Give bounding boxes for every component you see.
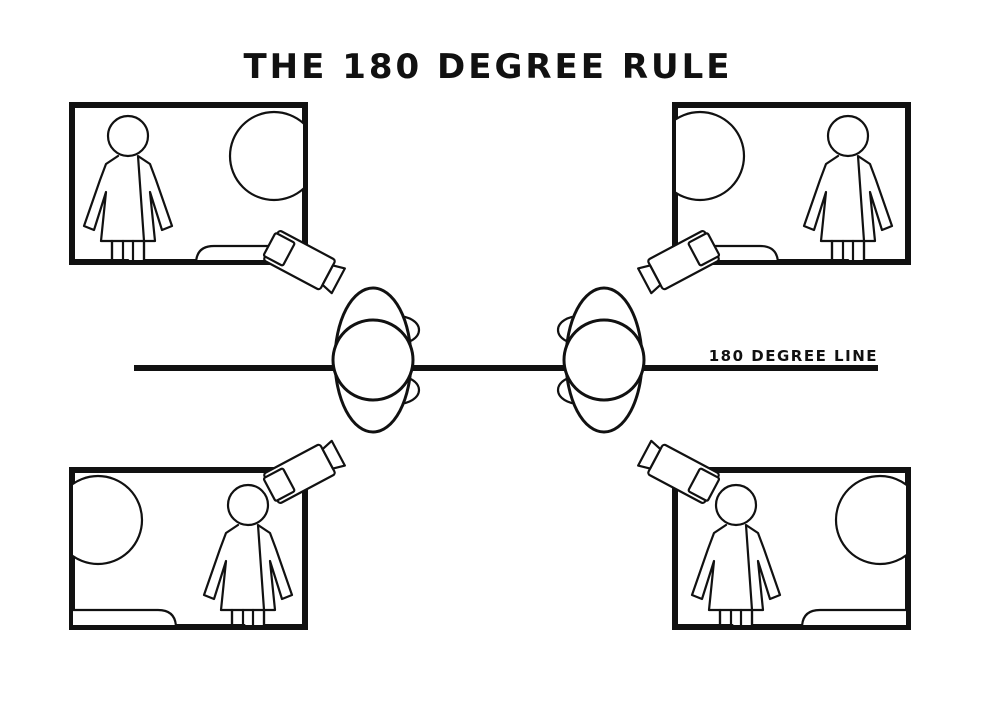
frame-top-left [69,102,308,265]
frame-top-right [672,102,911,265]
180-degree-line-label: 180 DEGREE LINE [709,347,878,365]
frame-bottom-right [672,467,911,630]
frame-bottom-left [69,467,308,630]
diagram-title: THE 180 DEGREE RULE [243,47,732,87]
person-top-view-icon [331,286,421,434]
person-top-view-icon [556,286,646,434]
